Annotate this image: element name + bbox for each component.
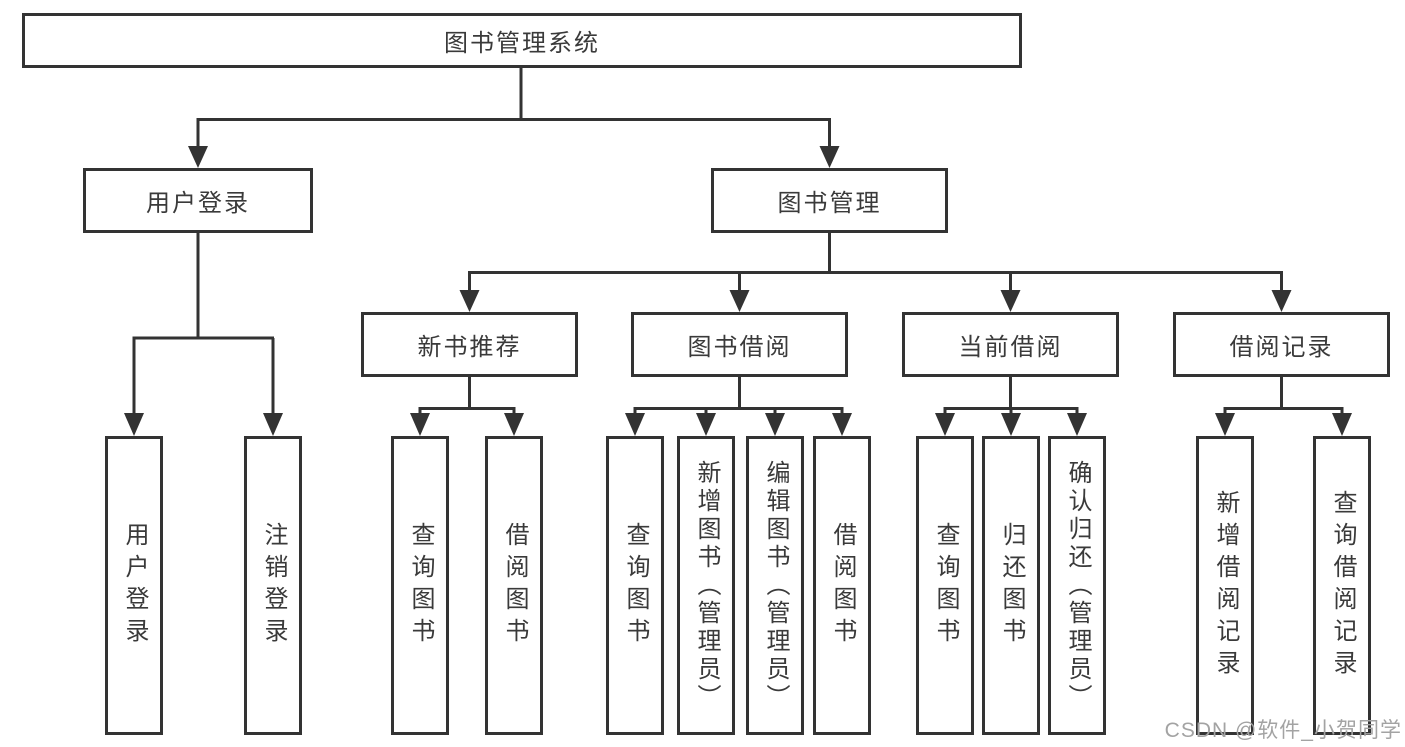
node-leaf-confirm-return-admin: 确认归还（管理员） bbox=[1048, 436, 1106, 735]
csdn-watermark: CSDN @软件_小贺同学 bbox=[1164, 719, 1402, 742]
arrowhead-icon bbox=[696, 413, 716, 436]
node-leaf-return-books: 归还图书 bbox=[982, 436, 1040, 735]
node-label: 查询图书 bbox=[407, 521, 434, 650]
arrowhead-icon bbox=[819, 146, 840, 168]
arrowhead-icon bbox=[1271, 290, 1292, 312]
node-label: 用户登录 bbox=[121, 521, 148, 650]
node-leaf-logout: 注销登录 bbox=[244, 436, 302, 735]
arrowhead-icon bbox=[935, 413, 955, 436]
node-borrow-records: 借阅记录 bbox=[1173, 312, 1390, 377]
node-leaf-query-books-3: 查询图书 bbox=[916, 436, 974, 735]
arrowhead-icon bbox=[263, 413, 283, 436]
arrowhead-icon bbox=[765, 413, 785, 436]
arrowhead-icon bbox=[459, 290, 480, 312]
node-leaf-query-books-1: 查询图书 bbox=[391, 436, 449, 735]
arrowhead-icon bbox=[1001, 413, 1021, 436]
arrowhead-icon bbox=[832, 413, 852, 436]
node-root-system: 图书管理系统 bbox=[22, 13, 1022, 68]
node-leaf-query-borrow-record: 查询借阅记录 bbox=[1313, 436, 1371, 735]
node-leaf-user-login: 用户登录 bbox=[105, 436, 163, 735]
node-label: 图书借阅 bbox=[687, 334, 792, 361]
node-label: 注销登录 bbox=[260, 521, 287, 650]
node-label: 借阅图书 bbox=[501, 521, 528, 650]
node-label: 归还图书 bbox=[998, 521, 1025, 650]
node-label: 新书推荐 bbox=[417, 334, 522, 361]
arrowhead-icon bbox=[124, 413, 144, 436]
arrowhead-icon bbox=[1332, 413, 1352, 436]
node-label: 新增借阅记录 bbox=[1212, 489, 1239, 682]
node-label: 新增图书（管理员） bbox=[693, 459, 720, 712]
arrowhead-icon bbox=[625, 413, 645, 436]
node-label: 图书管理系统 bbox=[444, 30, 600, 57]
node-label: 查询图书 bbox=[622, 521, 649, 650]
node-label: 查询借阅记录 bbox=[1329, 489, 1356, 682]
node-leaf-add-borrow-record: 新增借阅记录 bbox=[1196, 436, 1254, 735]
node-label: 当前借阅 bbox=[958, 334, 1063, 361]
node-current-borrow: 当前借阅 bbox=[902, 312, 1119, 377]
node-label: 编辑图书（管理员） bbox=[762, 459, 789, 712]
arrowhead-icon bbox=[729, 290, 750, 312]
node-label: 借阅记录 bbox=[1229, 334, 1334, 361]
node-leaf-borrow-books-2: 借阅图书 bbox=[813, 436, 871, 735]
node-book-management: 图书管理 bbox=[711, 168, 948, 233]
node-label: 确认归还（管理员） bbox=[1064, 459, 1091, 712]
arrowhead-icon bbox=[1215, 413, 1235, 436]
node-user-login: 用户登录 bbox=[83, 168, 313, 233]
node-leaf-edit-books-admin: 编辑图书（管理员） bbox=[746, 436, 804, 735]
node-leaf-borrow-books-1: 借阅图书 bbox=[485, 436, 543, 735]
arrowhead-icon bbox=[188, 146, 208, 168]
arrowhead-icon bbox=[504, 413, 524, 436]
node-leaf-add-books-admin: 新增图书（管理员） bbox=[677, 436, 735, 735]
node-book-borrow: 图书借阅 bbox=[631, 312, 848, 377]
node-new-book-recommend: 新书推荐 bbox=[361, 312, 578, 377]
arrowhead-icon bbox=[410, 413, 430, 436]
node-leaf-query-books-2: 查询图书 bbox=[606, 436, 664, 735]
node-label: 图书管理 bbox=[777, 190, 882, 217]
node-label: 借阅图书 bbox=[829, 521, 856, 650]
arrowhead-icon bbox=[1067, 413, 1087, 436]
arrowhead-icon bbox=[1000, 290, 1021, 312]
node-label: 用户登录 bbox=[146, 190, 250, 217]
node-label: 查询图书 bbox=[932, 521, 959, 650]
